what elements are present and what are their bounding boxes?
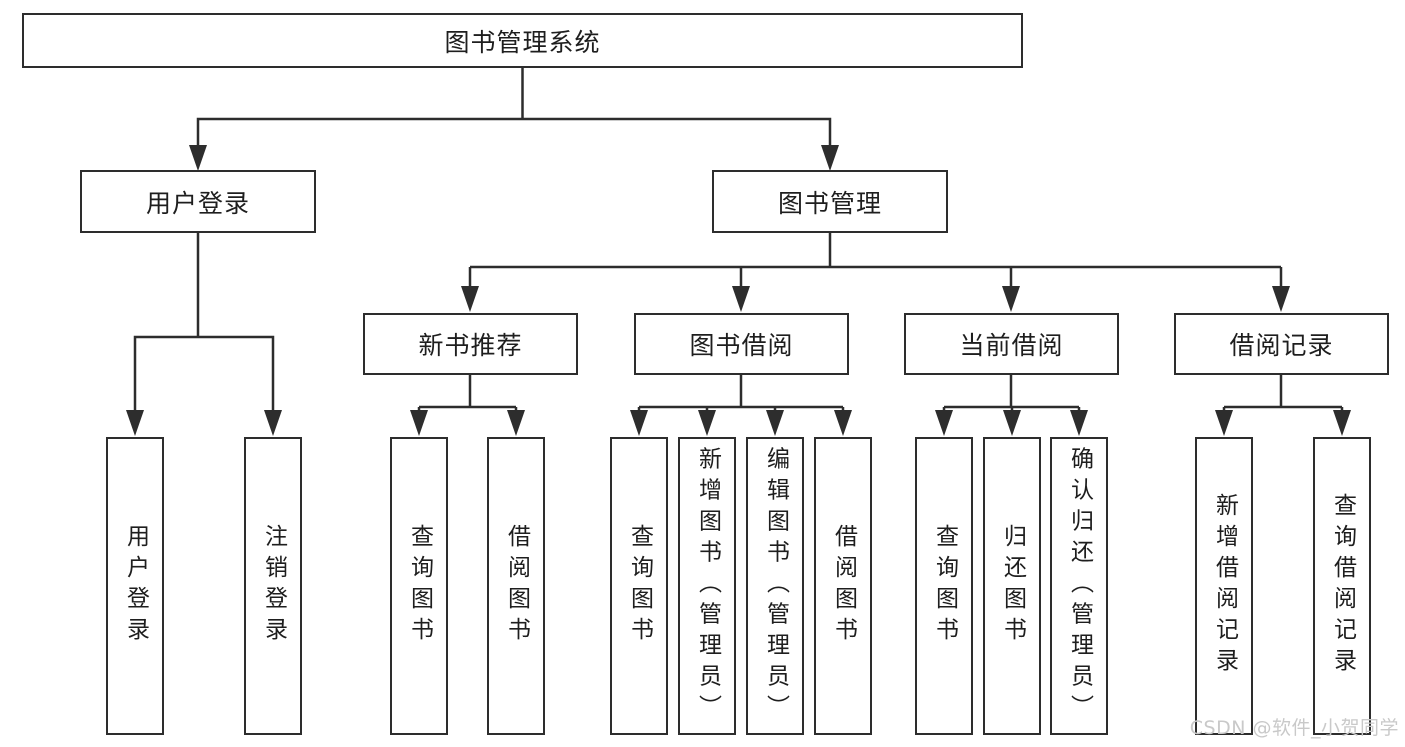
leaf-query-books-current: 查询图书 — [915, 437, 973, 735]
leaf-label: 确认归还（管理员） — [1066, 446, 1093, 726]
node-label: 借阅记录 — [1229, 331, 1334, 360]
leaf-label: 查询图书 — [626, 524, 653, 648]
node-label: 当前借阅 — [959, 331, 1064, 360]
leaf-add-borrow-record: 新增借阅记录 — [1195, 437, 1253, 735]
leaf-label: 查询图书 — [931, 524, 958, 648]
leaf-borrow-books-recommend: 借阅图书 — [487, 437, 545, 735]
leaf-logout-login: 注销登录 — [244, 437, 302, 735]
leaf-add-books-admin: 新增图书（管理员） — [678, 437, 736, 735]
node-label: 图书管理系统 — [444, 27, 601, 57]
leaf-borrow-books: 借阅图书 — [814, 437, 872, 735]
leaf-label: 查询借阅记录 — [1329, 493, 1356, 679]
node-current-borrow: 当前借阅 — [904, 313, 1119, 375]
leaf-query-books-recommend: 查询图书 — [390, 437, 448, 735]
node-book-borrow: 图书借阅 — [634, 313, 849, 375]
leaf-query-books-borrow: 查询图书 — [610, 437, 668, 735]
leaf-label: 新增图书（管理员） — [694, 446, 721, 726]
leaf-confirm-return-admin: 确认归还（管理员） — [1050, 437, 1108, 735]
arrowhead-icons — [126, 145, 1351, 436]
leaf-label: 借阅图书 — [503, 524, 530, 648]
leaf-label: 查询图书 — [406, 524, 433, 648]
leaf-return-books: 归还图书 — [983, 437, 1041, 735]
leaf-label: 新增借阅记录 — [1211, 493, 1238, 679]
leaf-label: 用户登录 — [122, 524, 149, 648]
node-book-management: 图书管理 — [712, 170, 948, 233]
node-label: 新书推荐 — [418, 331, 523, 360]
node-new-book-recommend: 新书推荐 — [363, 313, 578, 375]
node-label: 图书管理 — [777, 188, 882, 218]
leaf-query-borrow-record: 查询借阅记录 — [1313, 437, 1371, 735]
leaf-label: 注销登录 — [260, 524, 287, 648]
node-borrow-records: 借阅记录 — [1174, 313, 1389, 375]
node-label: 用户登录 — [145, 188, 250, 218]
leaf-label: 归还图书 — [999, 524, 1026, 648]
watermark: CSDN @软件_小贺同学 — [1189, 717, 1399, 739]
leaf-label: 编辑图书（管理员） — [762, 446, 789, 726]
node-label: 图书借阅 — [689, 331, 794, 360]
node-root-system: 图书管理系统 — [22, 13, 1023, 68]
leaf-label: 借阅图书 — [830, 524, 857, 648]
leaf-user-login: 用户登录 — [106, 437, 164, 735]
node-user-login: 用户登录 — [80, 170, 316, 233]
leaf-edit-books-admin: 编辑图书（管理员） — [746, 437, 804, 735]
